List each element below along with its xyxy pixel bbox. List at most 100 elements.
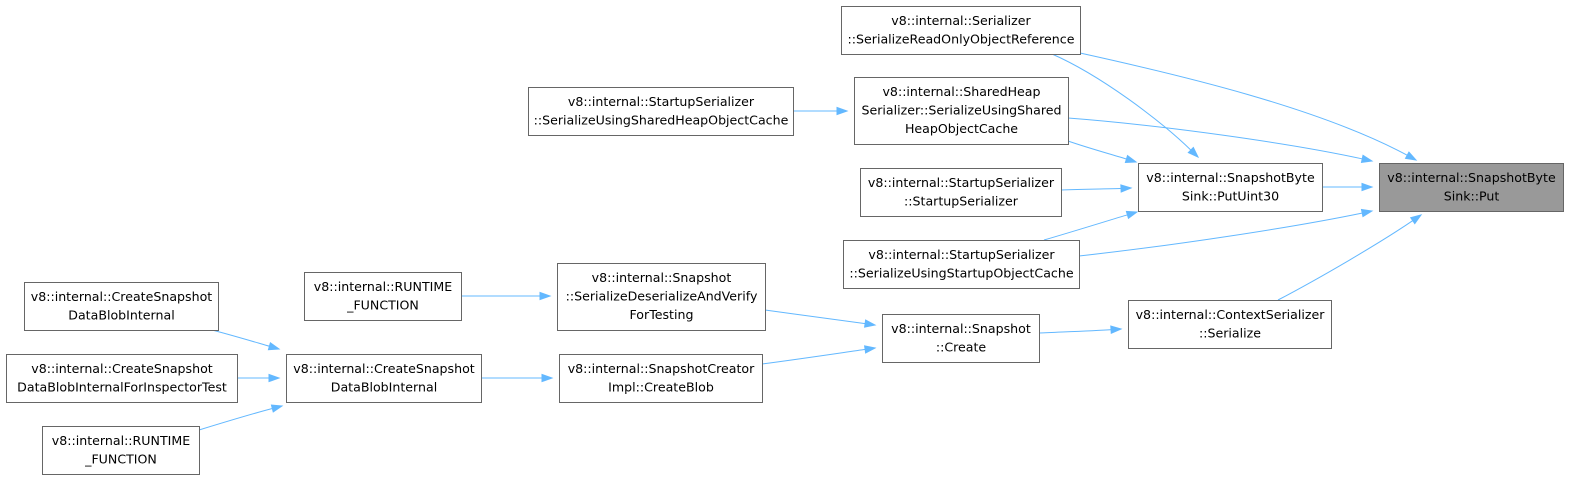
node-label-line: DataBlobInternal — [68, 307, 174, 322]
node-shared-heap[interactable]: v8::internal::SharedHeapSerializer::Seri… — [854, 77, 1069, 145]
node-startup-ctor[interactable]: v8::internal::StartupSerializer::Startup… — [860, 168, 1062, 217]
edge-arrowhead — [863, 345, 877, 354]
edge-line — [1067, 140, 1128, 160]
node-box[interactable] — [557, 263, 766, 331]
edge-arrowhead — [268, 373, 281, 383]
edge-arrowhead — [1360, 208, 1374, 218]
edge-arrowhead — [541, 373, 554, 383]
node-label-line: v8::internal::SnapshotByte — [1146, 170, 1315, 185]
edge-line — [761, 348, 867, 365]
node-create-blob-int[interactable]: v8::internal::CreateSnapshotDataBlobInte… — [286, 354, 482, 403]
edge-arrowhead — [1124, 154, 1138, 164]
node-snap-create[interactable]: v8::internal::Snapshot::Create — [882, 314, 1040, 363]
edge-ser_ro-to-put — [1079, 52, 1418, 161]
root-node-box[interactable] — [1379, 163, 1564, 212]
edge-arrowhead — [836, 106, 849, 116]
edge-line — [1051, 53, 1192, 152]
node-label-line: Sink::PutUint30 — [1182, 188, 1279, 203]
edge-arrowhead — [539, 291, 552, 301]
node-startup-obj[interactable]: v8::internal::StartupSerializer::Seriali… — [843, 240, 1080, 289]
node-box[interactable] — [24, 282, 219, 331]
edge-snap_verify-to-snap_create — [764, 309, 877, 328]
node-label-line: Impl::CreateBlob — [608, 379, 714, 394]
edge-create_blob_insp-to-create_blob_int — [236, 373, 281, 383]
node-putuint30[interactable]: v8::internal::SnapshotByteSink::PutUint3… — [1138, 163, 1323, 212]
node-box[interactable] — [841, 6, 1081, 55]
edge-arrowhead — [1125, 210, 1139, 220]
node-label-line: v8::internal::SharedHeap — [882, 84, 1040, 99]
node-label-line: v8::internal::SnapshotCreator — [568, 361, 755, 376]
node-box[interactable] — [304, 272, 462, 321]
edge-arrowhead — [1404, 151, 1418, 161]
node-label-line: v8::internal::StartupSerializer — [868, 175, 1055, 190]
node-box[interactable] — [882, 314, 1040, 363]
edge-line — [764, 309, 867, 325]
edge-line — [1079, 52, 1409, 157]
node-box[interactable] — [843, 240, 1080, 289]
node-label-line: v8::internal::ContextSerializer — [1136, 307, 1326, 322]
edge-line — [1078, 212, 1364, 257]
node-label-line: v8::internal::RUNTIME — [52, 433, 190, 448]
node-box[interactable] — [528, 87, 794, 136]
edge-line — [1060, 187, 1123, 191]
node-box[interactable] — [860, 168, 1062, 217]
edge-arrowhead — [1409, 214, 1423, 225]
node-label-line: _FUNCTION — [346, 297, 419, 312]
node-label-line: DataBlobInternalForInspectorTest — [17, 379, 227, 394]
edge-arrowhead — [1120, 184, 1133, 193]
node-label-line: v8::internal::CreateSnapshot — [293, 361, 475, 376]
edge-line — [1277, 219, 1414, 301]
node-box[interactable] — [1128, 300, 1332, 349]
node-label-line: ::SerializeReadOnlyObjectReference — [848, 31, 1075, 46]
node-label-line: ::Create — [936, 339, 987, 354]
node-label-line: _FUNCTION — [84, 451, 157, 466]
node-label-line: HeapObjectCache — [905, 121, 1018, 136]
node-label-line: Sink::Put — [1444, 188, 1500, 203]
node-label-line: v8::internal::StartupSerializer — [868, 247, 1055, 262]
node-startup-shared[interactable]: v8::internal::StartupSerializer::Seriali… — [528, 87, 794, 136]
edge-line — [1067, 117, 1364, 160]
node-label-line: v8::internal::Serializer — [891, 13, 1031, 28]
edge-context_ser-to-put — [1277, 214, 1423, 301]
node-label-line: v8::internal::StartupSerializer — [568, 94, 755, 109]
edge-arrowhead — [1361, 182, 1374, 192]
edge-create_blob_int2-to-create_blob_int — [211, 329, 281, 351]
edge-line — [1038, 329, 1113, 334]
node-label-line: ::SerializeUsingSharedHeapObjectCache — [534, 112, 789, 127]
node-creator-blob[interactable]: v8::internal::SnapshotCreatorImpl::Creat… — [559, 354, 763, 403]
edge-startup_shared-to-shared_heap — [793, 106, 849, 116]
node-label-line: ::Serialize — [1199, 325, 1261, 340]
node-box[interactable] — [42, 426, 200, 475]
edge-arrowhead — [1187, 146, 1200, 159]
edge-shared_heap-to-putuint30 — [1067, 140, 1138, 164]
node-label-line: ForTesting — [630, 307, 694, 322]
node-create-blob-int2[interactable]: v8::internal::CreateSnapshotDataBlobInte… — [24, 282, 219, 331]
node-label-line: Serializer::SerializeUsingShared — [861, 103, 1061, 118]
edge-snap_create-to-context_ser — [1038, 325, 1123, 334]
nodes-layer: v8::internal::SnapshotByteSink::Putv8::i… — [6, 6, 1564, 475]
edge-arrowhead — [1110, 325, 1123, 334]
edge-ser_ro-to-putuint30 — [1051, 53, 1200, 159]
node-ser-ro[interactable]: v8::internal::Serializer::SerializeReadO… — [841, 6, 1081, 55]
node-snap-verify[interactable]: v8::internal::Snapshot::SerializeDeseria… — [557, 263, 766, 331]
node-box[interactable] — [559, 354, 763, 403]
edge-runtime1-to-snap_verify — [461, 291, 552, 301]
edge-startup_ctor-to-putuint30 — [1060, 184, 1133, 193]
node-create-blob-insp[interactable]: v8::internal::CreateSnapshotDataBlobInte… — [6, 354, 238, 403]
node-box[interactable] — [1138, 163, 1323, 212]
node-box[interactable] — [854, 77, 1069, 145]
node-runtime2[interactable]: v8::internal::RUNTIME_FUNCTION — [42, 426, 200, 475]
edge-shared_heap-to-put — [1067, 117, 1374, 163]
node-context-ser[interactable]: v8::internal::ContextSerializer::Seriali… — [1128, 300, 1332, 349]
node-label-line: v8::internal::Snapshot — [592, 270, 732, 285]
node-runtime1[interactable]: v8::internal::RUNTIME_FUNCTION — [304, 272, 462, 321]
node-box[interactable] — [6, 354, 238, 403]
edge-startup_obj-to-putuint30 — [1043, 210, 1139, 241]
node-box[interactable] — [286, 354, 482, 403]
edge-arrowhead — [863, 319, 877, 328]
edge-line — [211, 329, 271, 348]
node-label-line: v8::internal::Snapshot — [891, 321, 1031, 336]
node-label-line: v8::internal::CreateSnapshot — [31, 361, 213, 376]
